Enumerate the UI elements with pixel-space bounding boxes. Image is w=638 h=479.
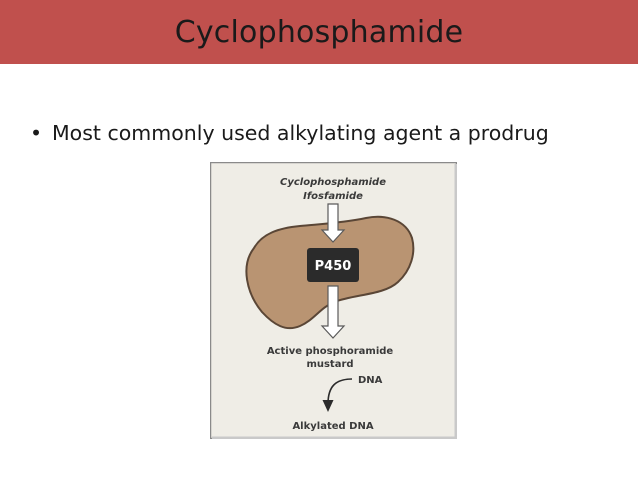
prodrug-activation-diagram: Cyclophosphamide Ifosfamide P450 Active … (210, 162, 457, 439)
drug-label-ifosfamide: Ifosfamide (303, 191, 363, 202)
arrow-down-bottom-icon (320, 285, 346, 339)
prodrug-activation-figure: Cyclophosphamide Ifosfamide P450 Active … (210, 162, 457, 439)
arrow-down-top-icon (320, 203, 346, 243)
enzyme-box (307, 248, 359, 282)
drug-label-cyclophosphamide: Cyclophosphamide (280, 177, 386, 188)
metabolite-label-line-1: Active phosphoramide (267, 346, 394, 357)
dna-label: DNA (358, 375, 383, 386)
bullet-symbol: • (30, 121, 43, 145)
slide-title: Cyclophosphamide (174, 14, 464, 50)
bullet-text: Most commonly used alkylating agent a pr… (52, 121, 549, 145)
product-label: Alkylated DNA (292, 421, 373, 432)
metabolite-label-line-2: mustard (306, 359, 353, 370)
title-bar: Cyclophosphamide (0, 0, 638, 64)
bullet-item: • Most commonly used alkylating agent a … (30, 118, 630, 148)
dna-reaction-curve (327, 378, 353, 405)
reaction-arrowhead-icon (322, 400, 334, 412)
enzyme-label: P450 (315, 259, 352, 274)
